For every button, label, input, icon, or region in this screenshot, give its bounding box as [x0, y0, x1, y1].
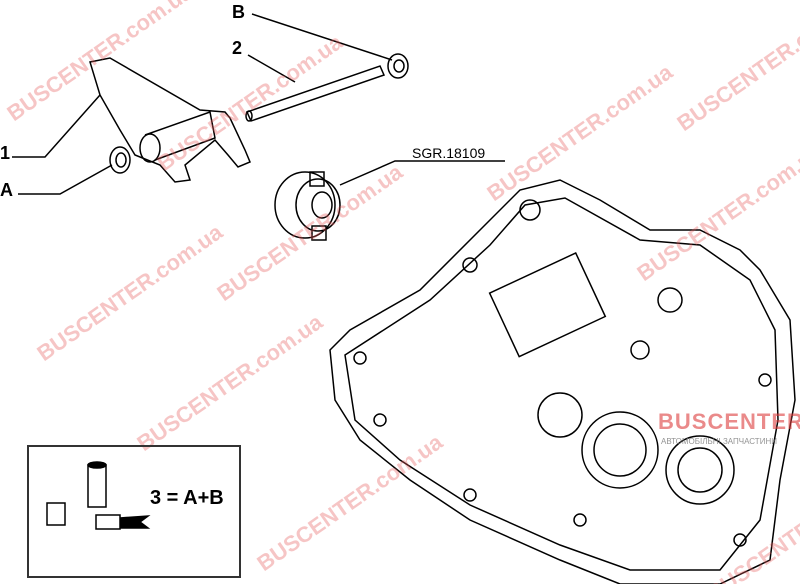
fork-bushing [139, 133, 161, 163]
housing-boss [630, 340, 650, 360]
housing-flange [344, 197, 779, 571]
bolt-hole [758, 373, 772, 387]
housing-boss [519, 199, 541, 221]
bolt-hole [573, 513, 587, 527]
gearbox-housing [329, 179, 796, 584]
grease-box-icon [46, 502, 66, 526]
bearing-bore-secondary-inner [677, 447, 723, 493]
label-1: 1 [0, 143, 11, 163]
logo-subtitle: АВТОМОБІЛЬНІ ЗАПЧАСТИНИ [661, 437, 777, 446]
release-bearing [274, 171, 336, 239]
washer-b [387, 53, 409, 79]
leader-line-2 [247, 54, 296, 83]
leader-line-b [251, 13, 393, 61]
arrow-icon [119, 515, 151, 529]
leader-line-ref [339, 160, 505, 186]
bolt-hole [733, 533, 747, 547]
release-fork [89, 57, 251, 183]
bolt-hole [463, 488, 477, 502]
housing-window [488, 251, 607, 358]
washer-b-hole [393, 59, 405, 73]
bearing-clip [309, 171, 325, 187]
bearing-bore [311, 191, 333, 219]
part-reference-code: SGR.18109 [412, 145, 486, 161]
bolt-hole [373, 413, 387, 427]
logo-name: BUSCENTER [658, 409, 800, 434]
label-b: B [232, 2, 245, 22]
grease-tube-cap [87, 461, 107, 469]
label-2: 2 [232, 38, 243, 58]
housing-bore [537, 392, 583, 438]
leader-line-a [18, 164, 113, 195]
bearing-face [295, 178, 341, 232]
bolt-hole [353, 351, 367, 365]
legend-box [27, 445, 241, 578]
housing-boss [657, 287, 683, 313]
shaft-2 [245, 65, 386, 122]
leader-line-1 [12, 94, 101, 158]
fork-pivot [144, 111, 216, 161]
housing-boss [462, 257, 478, 273]
shaft-end [245, 110, 253, 122]
label-a: A [0, 180, 13, 200]
logo: BUSCENTER АВТОМОБІЛЬНІ ЗАПЧАСТИНИ [606, 405, 800, 465]
bearing-bore-main [581, 411, 659, 489]
legend-formula: 3 = A+B [150, 487, 224, 509]
bearing-bore-inner [593, 423, 647, 477]
bearing-clip [311, 225, 327, 241]
washer-a-hole [115, 152, 127, 168]
bearing-bore-secondary [665, 435, 735, 505]
washer-a [109, 146, 131, 174]
